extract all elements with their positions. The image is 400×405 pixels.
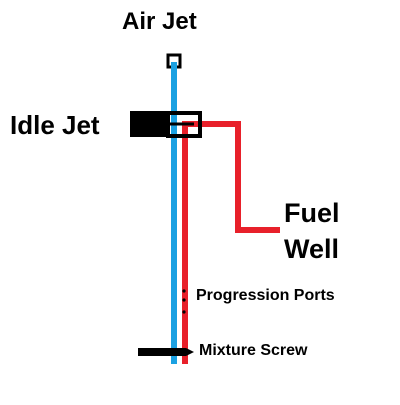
progression-ports-label: Progression Ports (196, 287, 335, 304)
idle-jet-label: Idle Jet (10, 110, 100, 140)
mixture-screw-label: Mixture Screw (199, 342, 308, 359)
mixture-screw-tip (186, 348, 194, 356)
fuel-well-label-line2: Well (284, 234, 340, 264)
idle-jet-block (130, 111, 170, 137)
fuel-passage-line (182, 121, 280, 364)
progression-port-2 (182, 298, 186, 302)
progression-port-3 (182, 310, 186, 314)
air-jet-label: Air Jet (122, 8, 197, 35)
progression-port-1 (182, 289, 186, 293)
fuel-well-label-line1: Fuel (284, 198, 340, 228)
mixture-screw-bar (138, 348, 186, 356)
idle-jet-housing (166, 111, 202, 138)
